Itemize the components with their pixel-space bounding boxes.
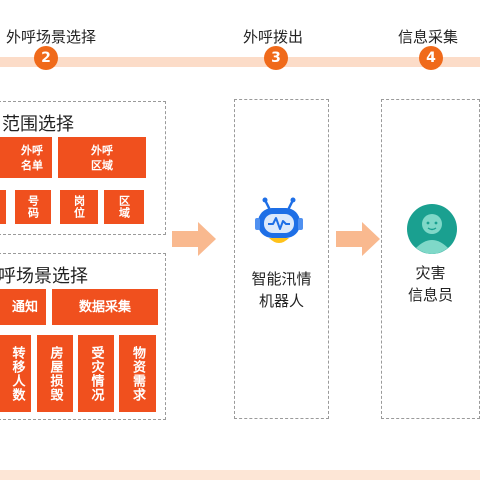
house-damage-box: 房屋损毁 <box>37 335 73 412</box>
officer-panel <box>381 99 480 419</box>
sub-box-partial <box>0 190 6 224</box>
robot-icon <box>255 196 303 248</box>
post-box: 岗位 <box>60 190 98 224</box>
region-box: 区域 <box>104 190 144 224</box>
disaster-condition-box: 受灾情况 <box>78 335 114 412</box>
bottom-band <box>0 470 480 480</box>
robot-caption-line1: 智能汛情 <box>251 270 312 288</box>
officer-caption-line2: 信息员 <box>407 286 453 304</box>
step-4-badge: 4 <box>419 46 443 70</box>
person-avatar-icon <box>407 204 457 254</box>
step-3-label: 外呼拨出 <box>243 28 304 46</box>
scene-panel-title: 呼场景选择 <box>0 266 88 287</box>
officer-caption-line1: 灾害 <box>415 264 446 282</box>
step-3-badge: 3 <box>264 46 288 70</box>
data-collection-box: 数据采集 <box>52 289 158 325</box>
supply-demand-box: 物资需求 <box>119 335 156 412</box>
robot-panel <box>234 99 329 419</box>
call-area-box: 外呼区域 <box>58 137 146 178</box>
relocated-count-box: 转移人数 <box>0 335 31 412</box>
step-2-label: 外呼场景选择 <box>6 28 97 46</box>
officer-caption: 灾害 信息员 <box>381 262 480 306</box>
step-2-badge: 2 <box>34 46 58 70</box>
number-box: 号码 <box>15 190 51 224</box>
notice-label: 通知 <box>11 299 38 315</box>
call-list-box: 外呼名单 <box>0 137 52 178</box>
robot-caption: 智能汛情 机器人 <box>234 268 329 312</box>
call-list-label: 外呼名单 <box>21 143 43 172</box>
timeline-track <box>0 57 480 67</box>
call-area-label: 外呼区域 <box>91 143 113 172</box>
robot-caption-line2: 机器人 <box>258 292 304 310</box>
step-4-label: 信息采集 <box>398 28 459 46</box>
range-panel-title: 范围选择 <box>2 114 74 135</box>
notice-box: 通知 <box>0 289 46 325</box>
